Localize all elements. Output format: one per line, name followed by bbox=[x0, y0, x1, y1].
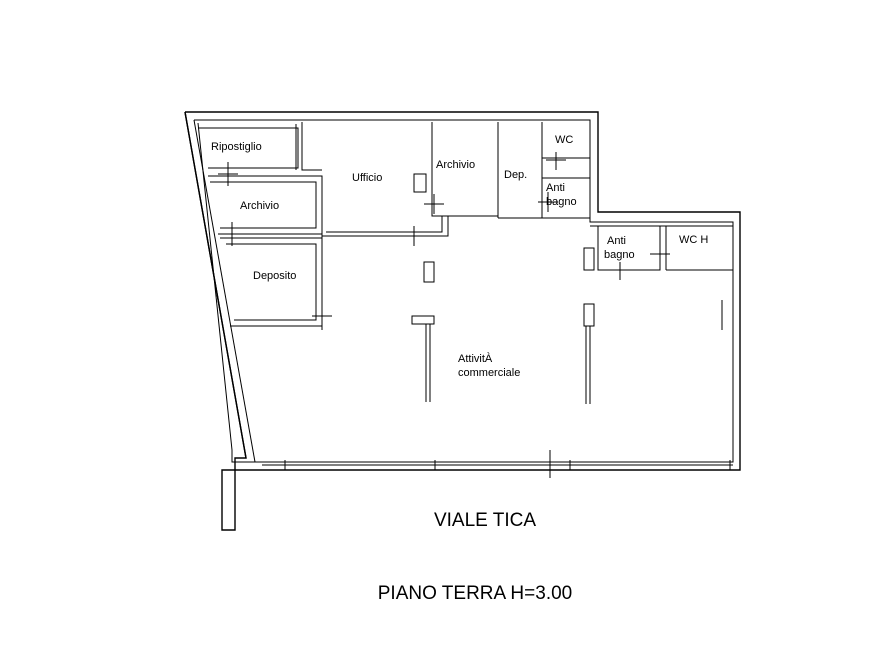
room-label-archivio-left: Archivio bbox=[240, 200, 279, 212]
room-label-antibagno-top-2: bagno bbox=[546, 196, 577, 208]
room-label-antibagno-right-2: bagno bbox=[604, 249, 635, 261]
room-label-ripostiglio: Ripostiglio bbox=[211, 141, 262, 153]
room-label-deposito: Deposito bbox=[253, 270, 296, 282]
room-label-dep: Dep. bbox=[504, 169, 527, 181]
floor-label: PIANO TERRA H=3.00 bbox=[377, 583, 573, 604]
front-windows bbox=[262, 460, 733, 470]
room-label-wc-h: WC H bbox=[679, 234, 708, 246]
room-label-antibagno-right-1: Anti bbox=[607, 235, 626, 247]
street-label: VIALE TICA bbox=[433, 510, 537, 531]
room-label-archivio-top: Archivio bbox=[436, 159, 475, 171]
room-label-ufficio: Ufficio bbox=[352, 172, 382, 184]
room-label-antibagno-top-1: Anti bbox=[546, 182, 565, 194]
room-label-attivita-1: AttivitÀ bbox=[458, 352, 493, 365]
door-marks bbox=[218, 152, 670, 478]
room-label-attivita-2: commerciale bbox=[458, 367, 520, 379]
room-label-wc: WC bbox=[555, 134, 573, 146]
outer-walls bbox=[184, 111, 741, 531]
interior-walls bbox=[198, 122, 733, 404]
